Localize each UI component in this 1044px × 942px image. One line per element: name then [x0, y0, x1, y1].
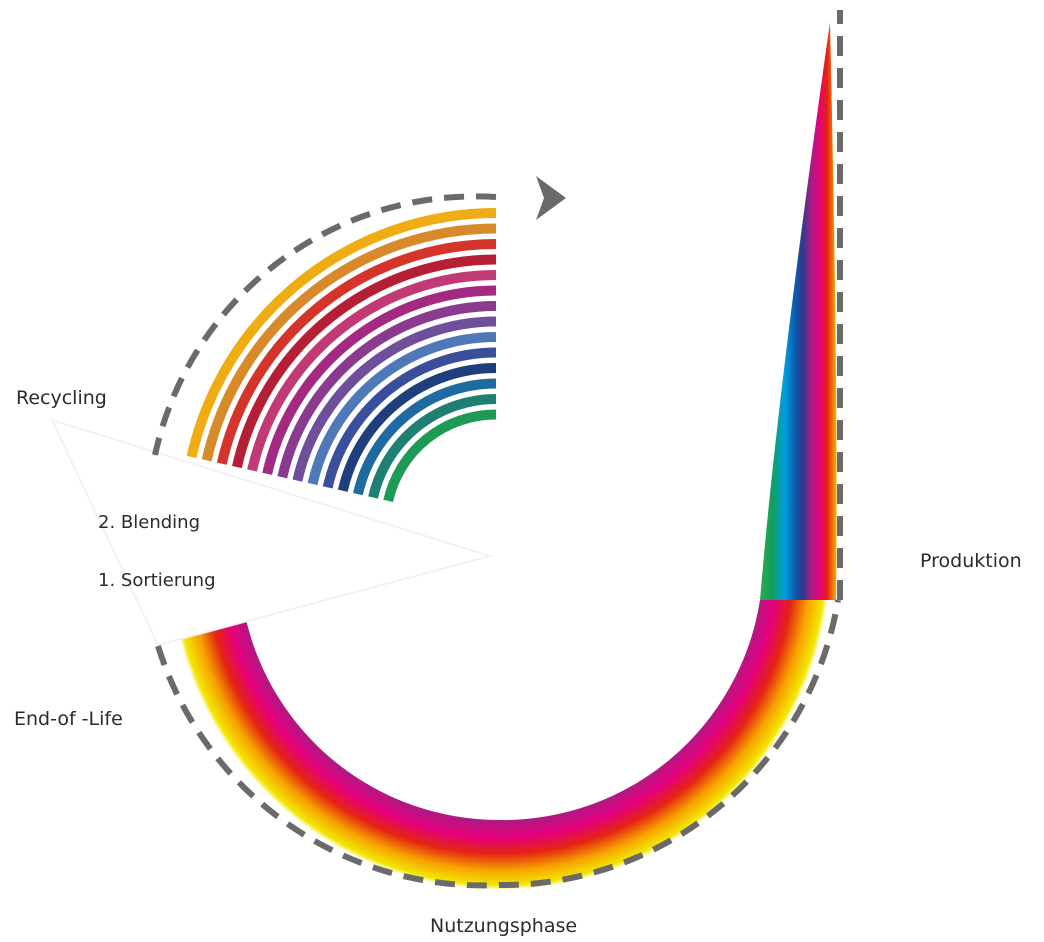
recycled-band-13: [368, 394, 497, 499]
recycled-band-3: [216, 239, 497, 465]
recycled-band-6: [262, 285, 497, 475]
dashed-arc-bottom: [155, 599, 841, 889]
label-end-of-life: End-of -Life: [14, 708, 123, 730]
label-production: Produktion: [920, 550, 1022, 572]
recycled-band-2: [201, 223, 497, 462]
cycle-arrow-icon: [536, 176, 566, 220]
recycled-band-1: [186, 208, 497, 459]
recycled-band-11: [337, 363, 497, 492]
recycled-band-12: [353, 378, 497, 496]
recycled-band-9: [307, 332, 497, 486]
label-step-blending: 2. Blending: [98, 512, 200, 533]
label-recycling: Recycling: [16, 387, 107, 409]
recycled-band-8: [292, 316, 497, 482]
recycled-band-14: [383, 409, 497, 503]
recycled-band-7: [277, 301, 497, 479]
label-use-phase: Nutzungsphase: [430, 915, 577, 937]
recycled-band-5: [247, 270, 497, 472]
recycled-band-10: [322, 347, 497, 489]
production-stem: [760, 22, 837, 600]
cycle-dashed-line: [152, 10, 843, 889]
recycling-funnel: [50, 418, 494, 647]
recycled-color-bands: [186, 208, 497, 503]
recycled-band-4: [232, 254, 497, 469]
use-phase-band: [165, 600, 830, 896]
dashed-arc-top: [152, 193, 497, 456]
label-step-sorting: 1. Sortierung: [98, 570, 216, 591]
